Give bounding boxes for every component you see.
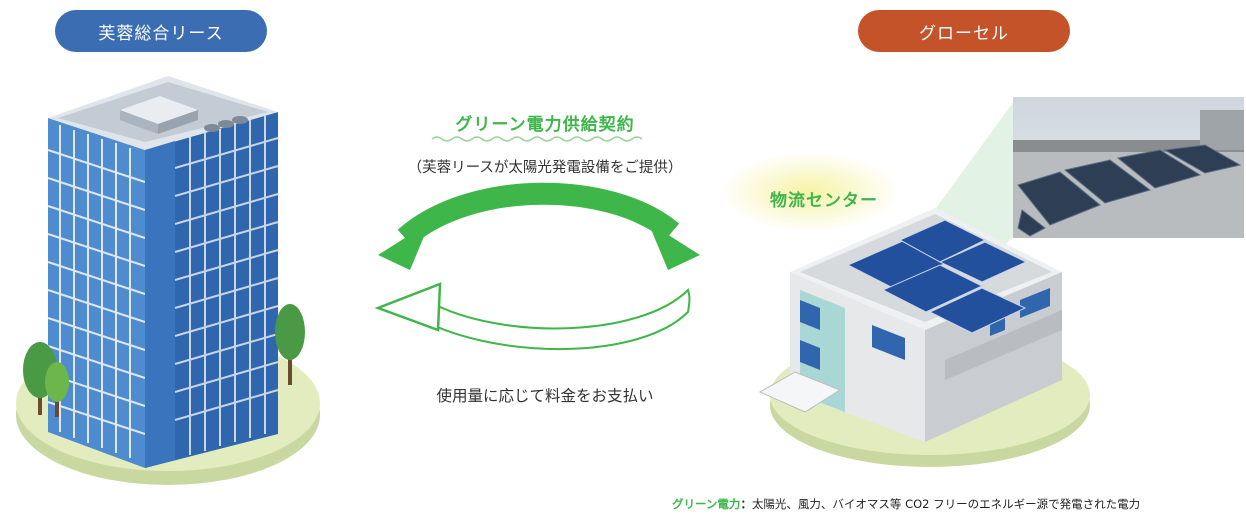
party-label-groseal: グローセル (858, 10, 1070, 52)
tree-icon (23, 304, 305, 417)
bidirectional-arrow-icon (378, 136, 700, 270)
party-label-fuyo: 芙蓉総合リース (55, 10, 267, 52)
logistics-center-label: 物流センター (770, 191, 878, 211)
footnote: グリーン電力：太陽光、風力、バイオマス等 CO2 フリーのエネルギー源で発電され… (672, 496, 1140, 512)
office-building-icon (16, 76, 320, 485)
label-glow (720, 152, 900, 232)
contract-title: グリーン電力供給契約 (455, 115, 635, 135)
logistics-warehouse-icon (758, 208, 1090, 467)
footnote-separator: ： (740, 497, 752, 511)
footnote-term: グリーン電力 (672, 497, 741, 511)
return-arrow-icon (374, 282, 691, 350)
footnote-definition: 太陽光、風力、バイオマス等 CO2 フリーのエネルギー源で発電された電力 (751, 497, 1141, 511)
contract-subtitle: （芙蓉リースが太陽光発電設備をご提供） (407, 160, 683, 176)
payment-text: 使用量に応じて料金をお支払い (436, 387, 654, 405)
